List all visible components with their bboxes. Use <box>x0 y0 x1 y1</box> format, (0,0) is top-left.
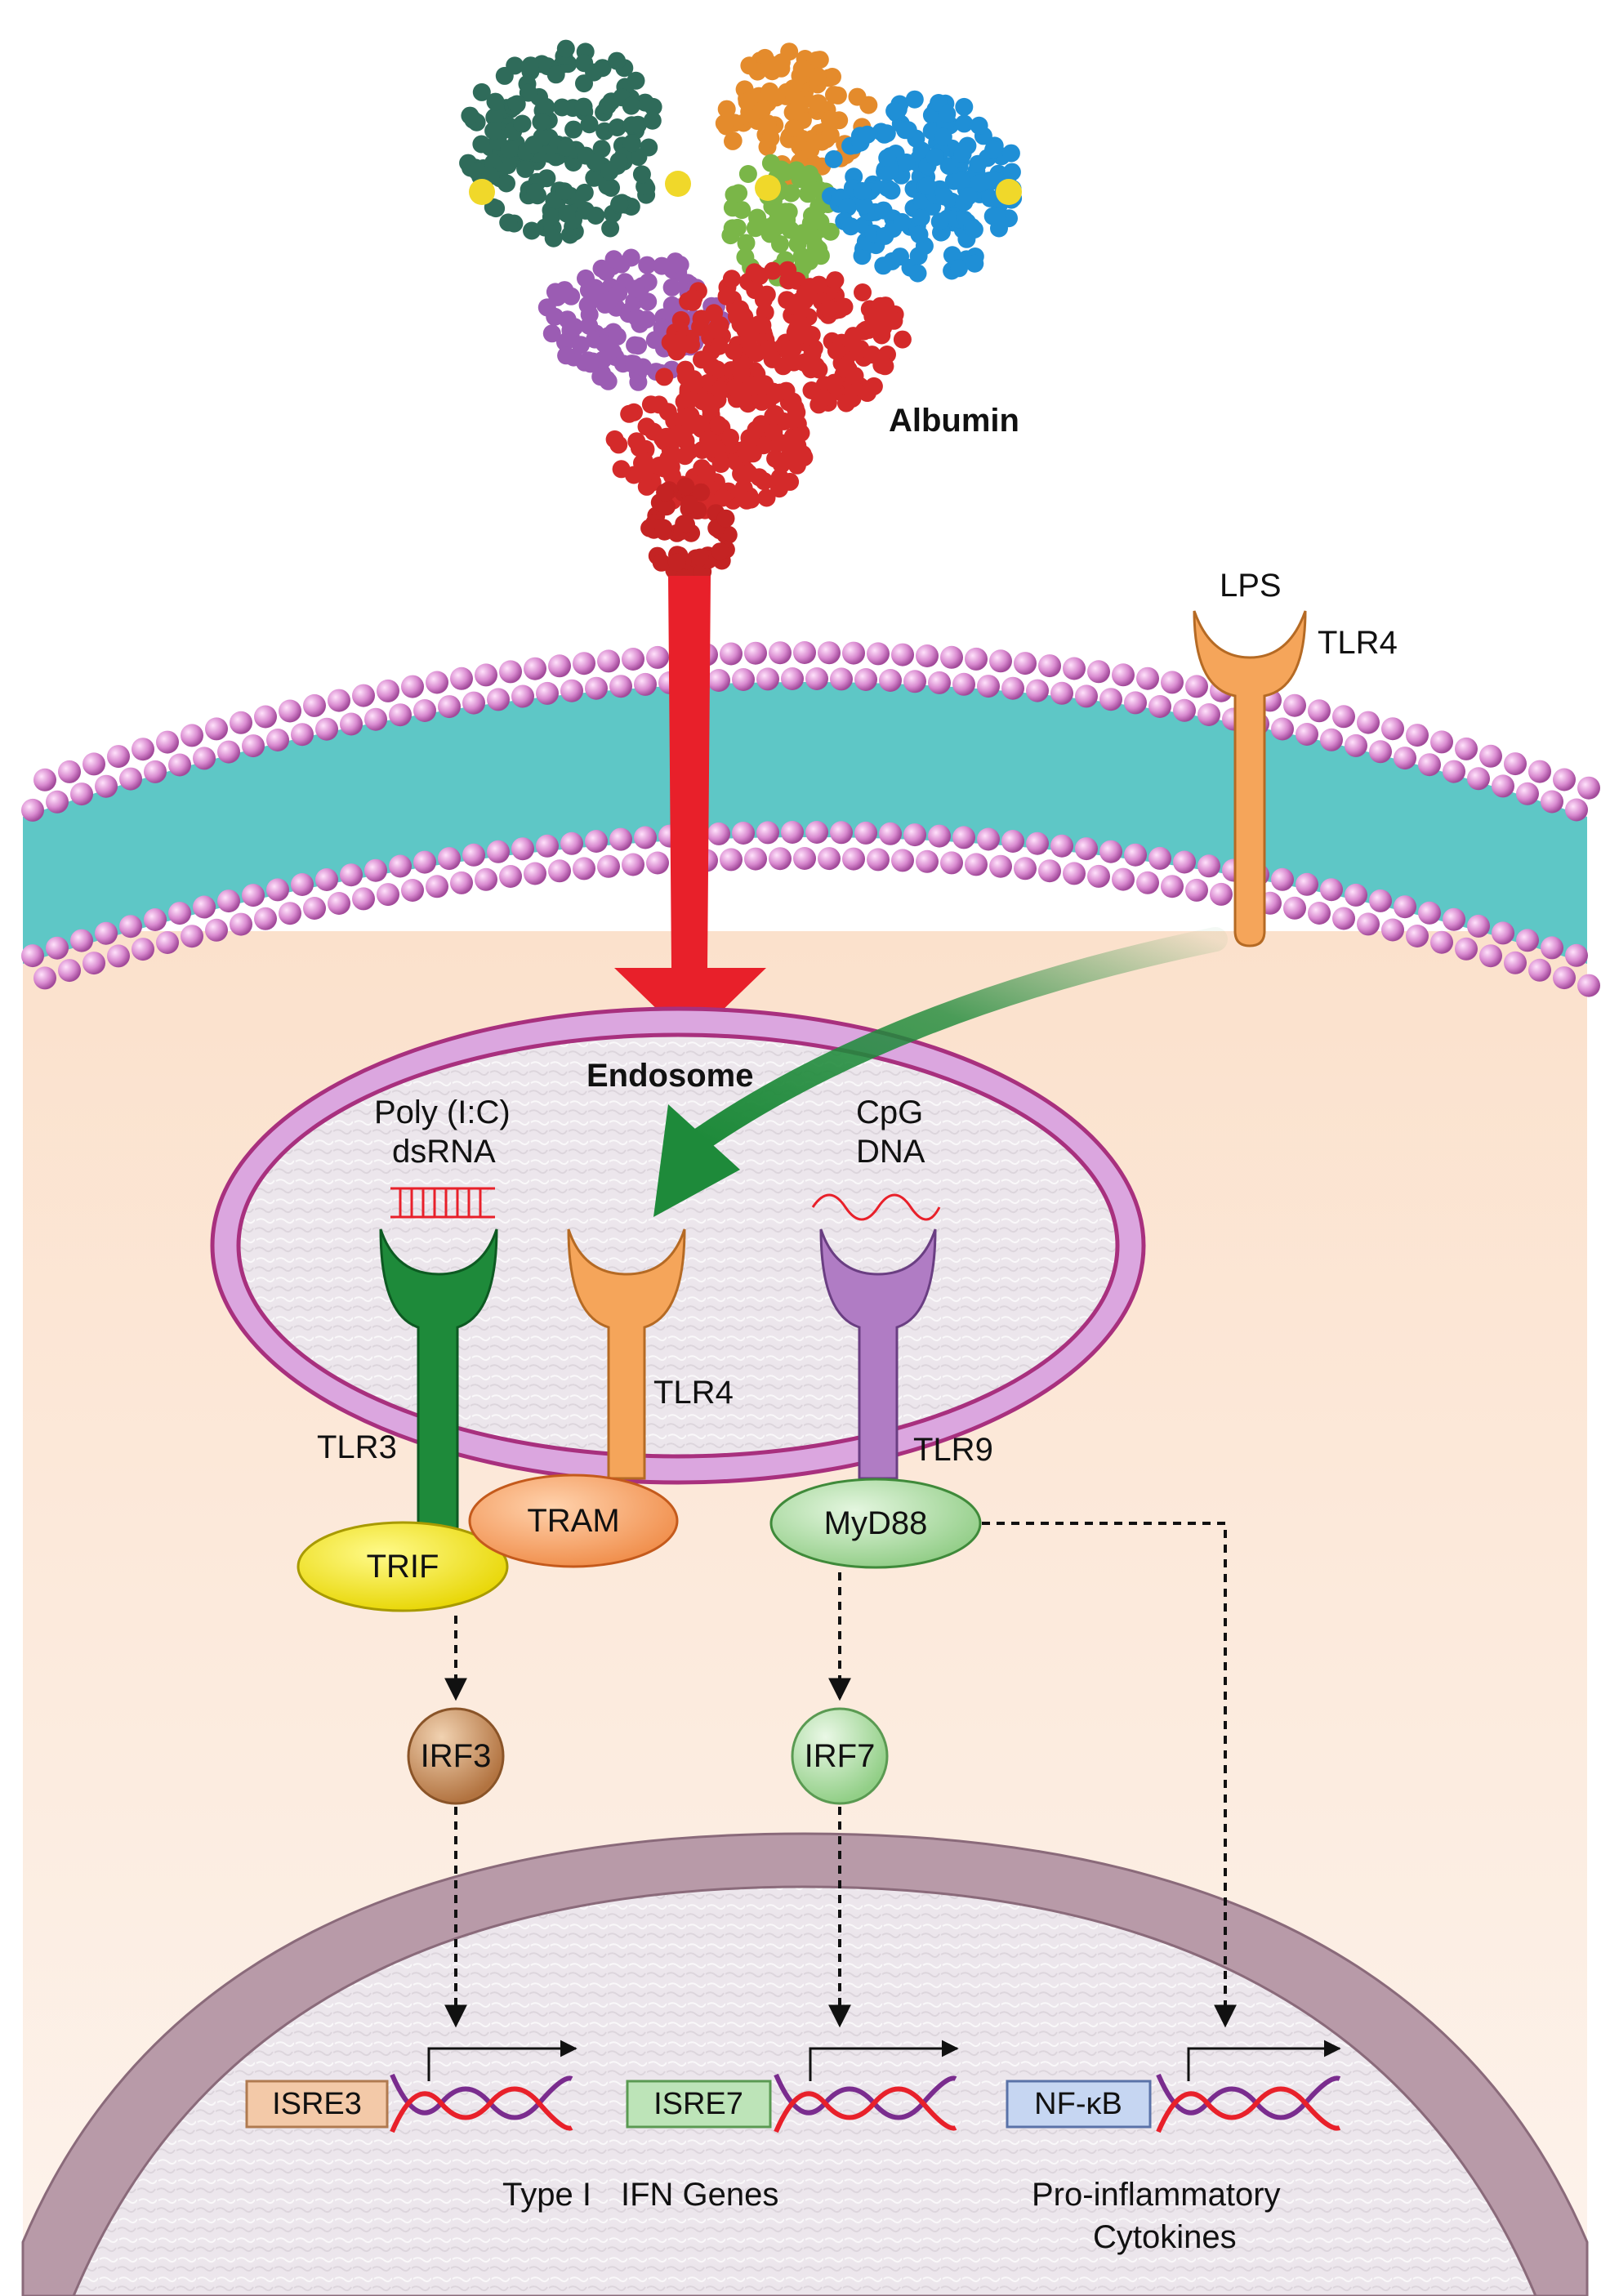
nfkb-box: NF-κB <box>1006 2080 1152 2129</box>
nfkb-label: NF-κB <box>1034 2087 1122 2121</box>
transcription-arrows <box>427 2040 1341 2081</box>
dna-label: DNA <box>856 1134 925 1170</box>
dna-helix-3 <box>1156 2073 1341 2133</box>
albumin-protein <box>459 39 1023 587</box>
isre7-box: ISRE7 <box>626 2080 772 2129</box>
isre7-label: ISRE7 <box>653 2087 743 2121</box>
nucleus <box>21 1832 1589 2296</box>
myd88-label: MyD88 <box>824 1505 928 1541</box>
red-arrow <box>614 576 766 1041</box>
cytokines-label: Cytokines <box>1093 2219 1237 2255</box>
dna-helix-2 <box>774 2073 957 2133</box>
tlr3-label: TLR3 <box>317 1429 397 1465</box>
cell-membrane <box>21 641 1600 997</box>
type1-label: Type I <box>502 2177 591 2213</box>
tlr9-label: TLR9 <box>913 1432 993 1468</box>
myd88-to-nfkb-arrow <box>982 1522 1237 2028</box>
irf7-node: IRF7 <box>791 1707 889 1805</box>
pro-inflammatory-label: Pro-inflammatory <box>1032 2177 1281 2213</box>
endosome-tlr4-label: TLR4 <box>653 1375 734 1411</box>
tram-adaptor: TRAM <box>468 1473 679 1568</box>
membrane-inner-leaflet <box>21 821 1600 997</box>
signaling-arrows <box>444 1522 1237 2028</box>
endosome-label: Endosome <box>586 1058 753 1094</box>
irf7-label: IRF7 <box>805 1738 876 1774</box>
trif-label: TRIF <box>367 1549 439 1585</box>
ifn-genes-label: IFN Genes <box>621 2177 778 2213</box>
cpg-label: CpG <box>856 1095 923 1130</box>
isre3-label: ISRE3 <box>272 2087 362 2121</box>
irf3-node: IRF3 <box>407 1707 505 1805</box>
myd88-adaptor: MyD88 <box>769 1478 982 1569</box>
dsrna-icon <box>390 1187 495 1219</box>
irf3-label: IRF3 <box>421 1738 492 1774</box>
isre3-box: ISRE3 <box>245 2080 389 2129</box>
tlr3-receptor <box>379 1228 498 1537</box>
polyic-label: Poly (I:C) <box>374 1095 511 1130</box>
albumin-label: Albumin <box>889 403 1019 439</box>
tram-label: TRAM <box>527 1503 619 1539</box>
membrane-tlr4-label: TLR4 <box>1318 625 1398 661</box>
trif-adaptor: TRIF <box>297 1521 509 1612</box>
tlr9-receptor <box>819 1228 937 1480</box>
membrane-outer-leaflet <box>21 641 1600 822</box>
green-arrow <box>653 927 1228 1217</box>
membrane-tlr4-receptor <box>1193 610 1307 947</box>
endosome-tlr4-receptor <box>567 1228 686 1480</box>
dna-helix-1 <box>390 2073 573 2133</box>
cpg-dna-icon <box>811 1193 941 1221</box>
dsrna-label: dsRNA <box>392 1134 496 1170</box>
lps-label: LPS <box>1220 568 1282 604</box>
